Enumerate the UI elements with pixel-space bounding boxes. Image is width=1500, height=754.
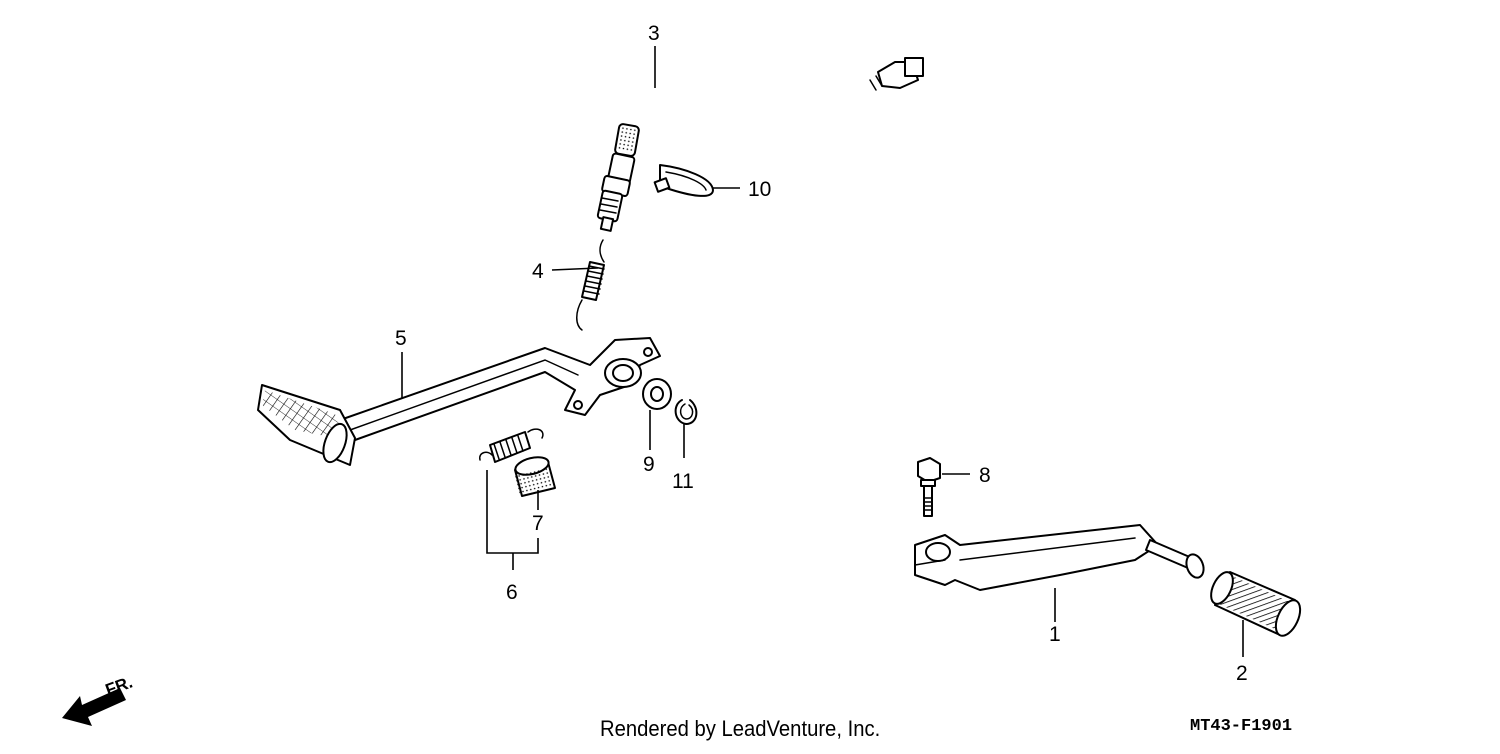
switch-harness [596,57,924,232]
brake-pedal [257,337,661,466]
callout-10: 10 [748,178,771,201]
leader-lines [401,46,1244,657]
callout-7: 7 [532,512,544,535]
leader-6-bracket [486,470,539,570]
bushing [514,456,556,497]
front-direction-marker: FR. [62,673,135,726]
rendered-by-credit: Rendered by LeadVenture, Inc. [600,716,881,741]
bolt [917,457,941,517]
callout-6: 6 [506,581,518,604]
callout-11: 11 [672,470,694,493]
washer [642,378,672,410]
callout-3: 3 [648,22,660,45]
callout-5: 5 [395,327,407,350]
callout-8: 8 [979,464,991,487]
callouts: 1 2 3 4 5 6 7 8 9 10 11 [395,22,1248,685]
clip-band [653,164,714,197]
callout-2: 2 [1236,662,1248,685]
direction-label: FR. [103,673,135,700]
arrow-left-icon [62,688,126,726]
diagram-code: MT43-F1901 [1190,717,1293,736]
callout-4: 4 [532,260,544,283]
leader-4 [551,267,599,271]
shift-lever [914,524,1205,591]
pedal-spring [576,239,605,331]
return-spring [479,428,544,463]
shift-rubber [1210,571,1302,637]
callout-9: 9 [643,453,655,476]
snap-ring [674,399,698,425]
callout-1: 1 [1049,623,1061,646]
